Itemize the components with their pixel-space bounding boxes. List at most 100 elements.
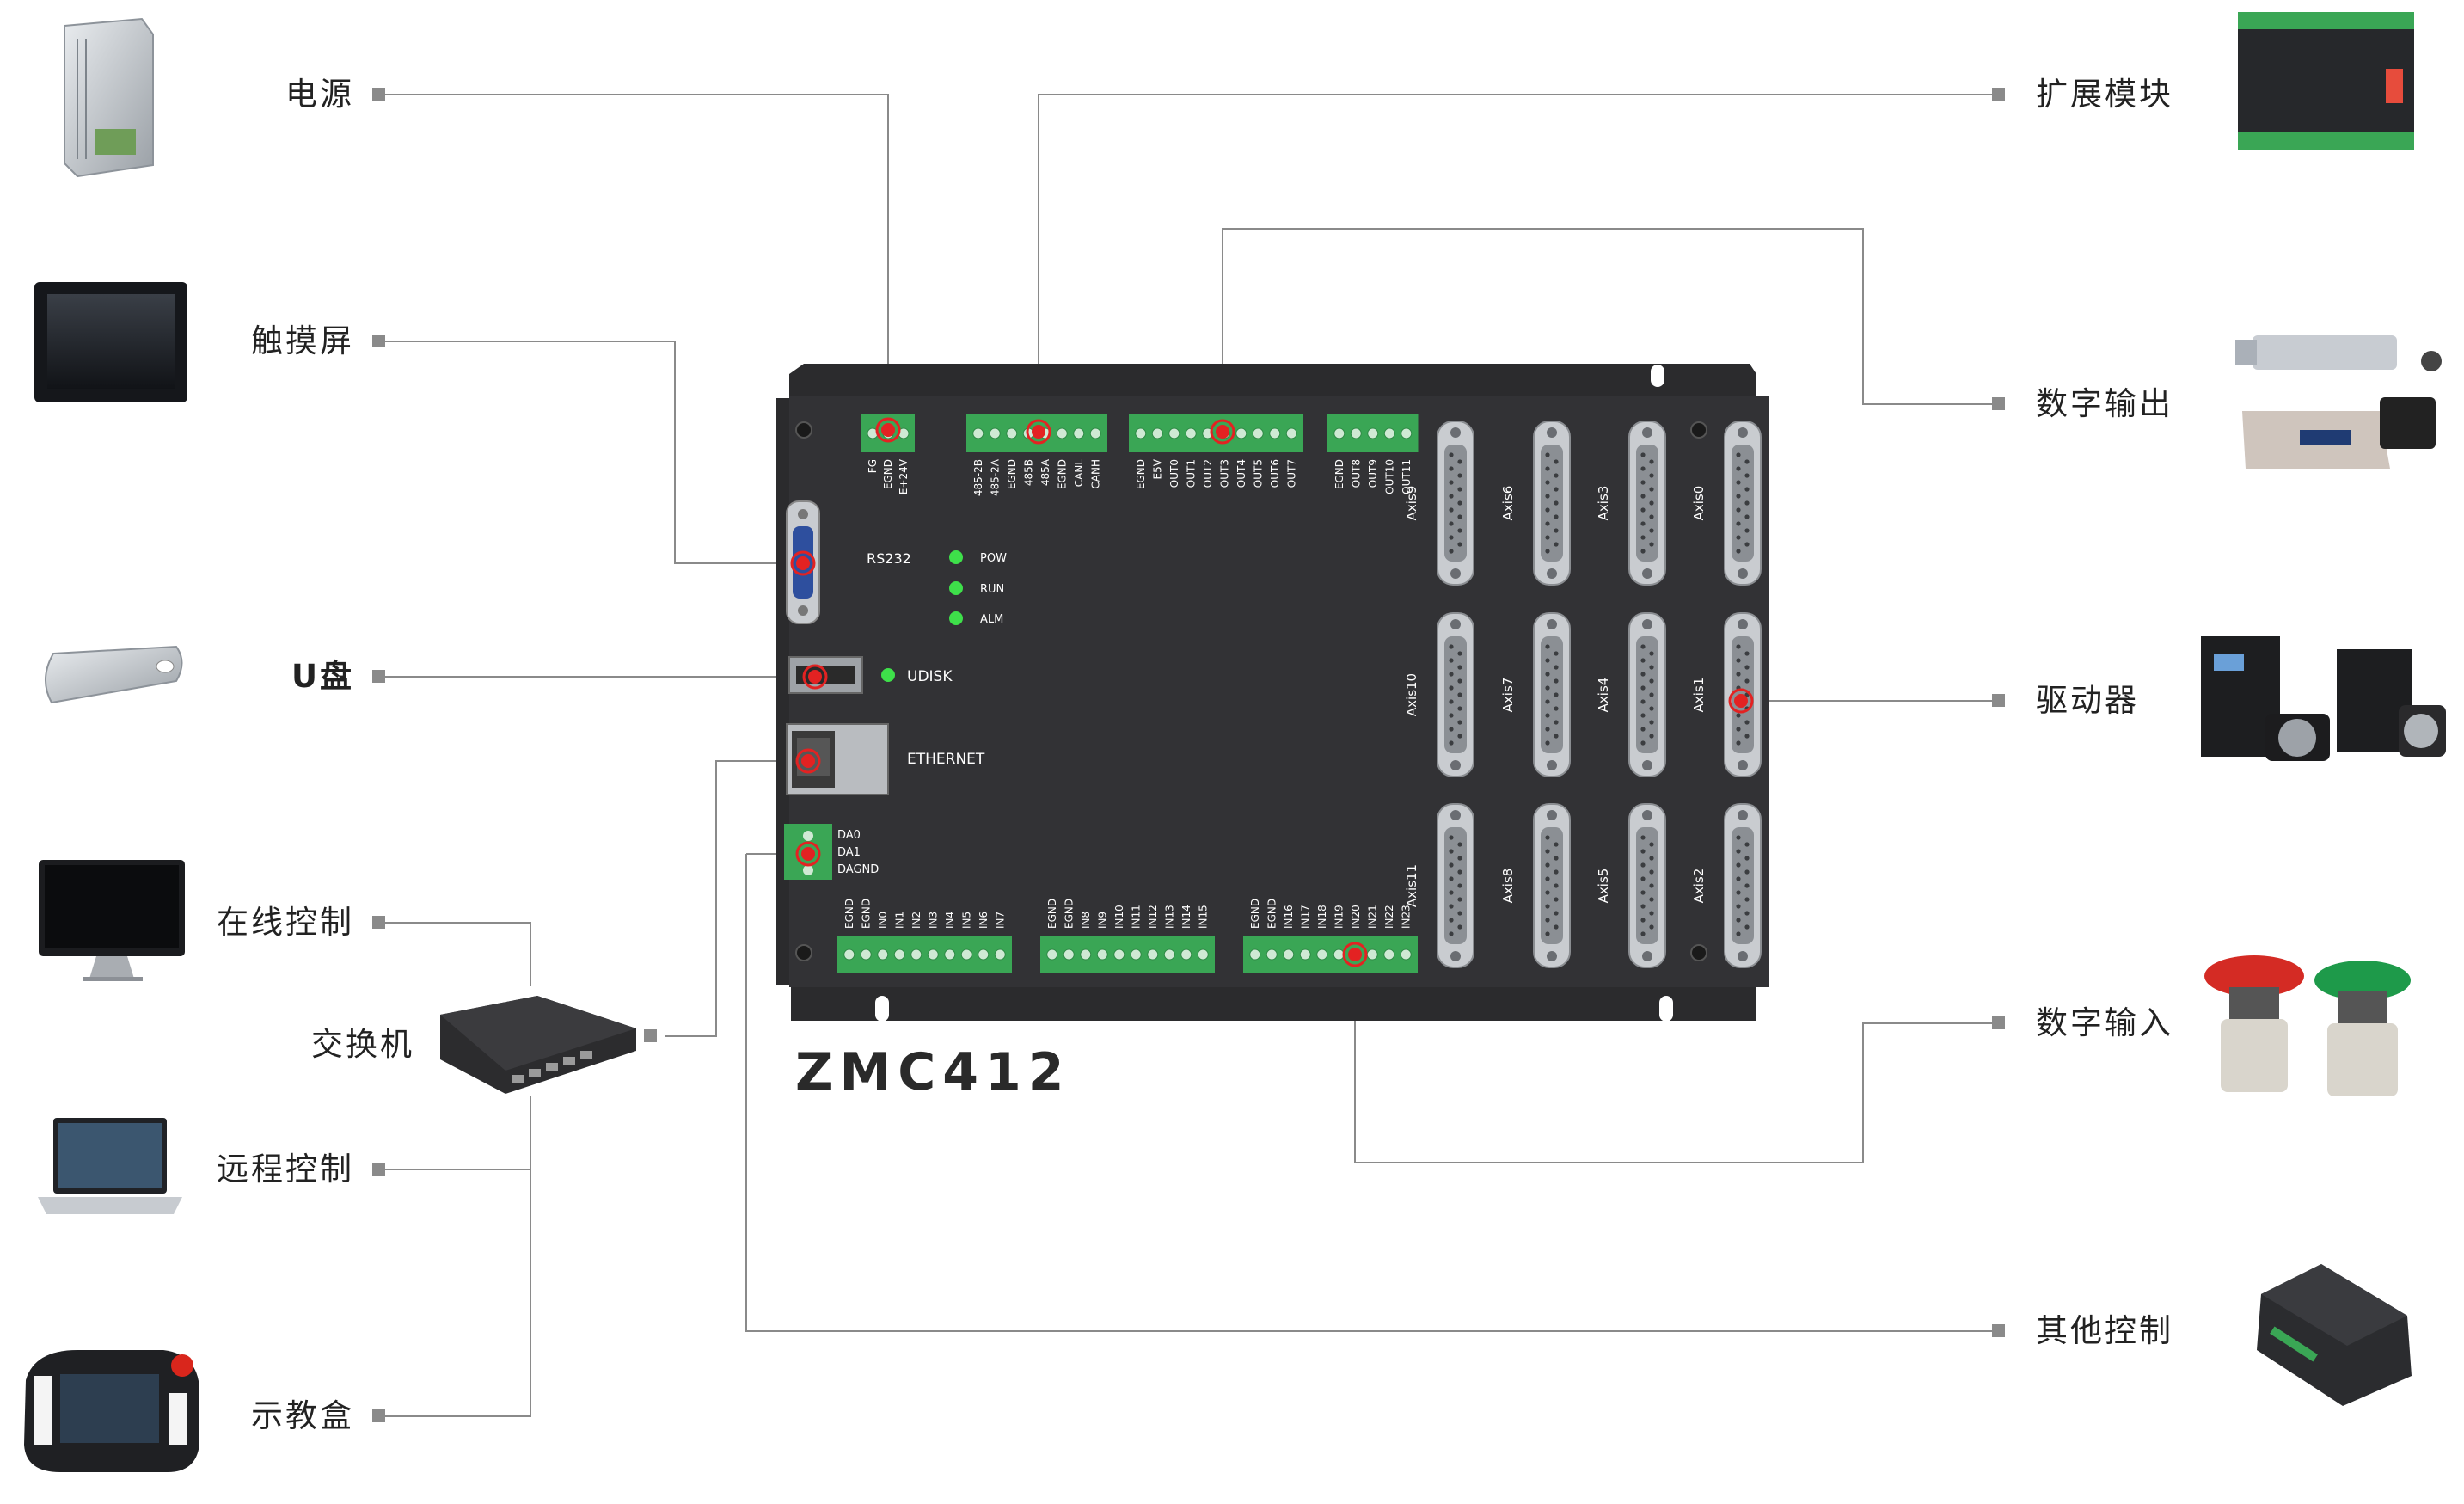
pin-label: OUT0 bbox=[1168, 459, 1180, 488]
pneumatic-valve-icon bbox=[2235, 335, 2442, 469]
axis-connector-axis11[interactable] bbox=[1437, 803, 1474, 968]
servo-driver-icon bbox=[2201, 636, 2446, 761]
expansion-module-icon bbox=[2238, 12, 2414, 150]
pin-label: EGND bbox=[882, 459, 894, 489]
pin-label: E5V bbox=[1151, 458, 1163, 479]
pin-label: EGND bbox=[1056, 459, 1068, 489]
connection-marker bbox=[1026, 419, 1051, 445]
terminal-in-pins-c[interactable] bbox=[1243, 936, 1418, 973]
pin-label: IN16 bbox=[1283, 905, 1295, 929]
pin-label: IN14 bbox=[1180, 905, 1192, 929]
udisk-label: UDISK bbox=[907, 668, 953, 685]
pin-label: OUT5 bbox=[1252, 459, 1264, 488]
led-alm-label: ALM bbox=[980, 613, 1003, 626]
axis-connector-axis5[interactable] bbox=[1628, 803, 1666, 968]
axis-label: Axis8 bbox=[1500, 869, 1516, 904]
label-digital-input: 数字输入 bbox=[2036, 1004, 2173, 1041]
pin-label: IN2 bbox=[910, 912, 922, 929]
da-pin-da1: DA1 bbox=[837, 846, 861, 859]
pin-label: IN7 bbox=[994, 912, 1006, 929]
pin-label: OUT6 bbox=[1269, 459, 1281, 488]
push-button-icon bbox=[2204, 955, 2411, 1096]
pin-label: IN17 bbox=[1299, 905, 1311, 929]
pin-label: OUT3 bbox=[1218, 459, 1230, 488]
pin-label: FG bbox=[867, 459, 879, 473]
label-teach-pendant: 示教盒 bbox=[251, 1397, 354, 1434]
pin-label: IN4 bbox=[944, 912, 956, 929]
led-run-label: RUN bbox=[980, 583, 1004, 596]
axis-label: Axis0 bbox=[1691, 486, 1707, 521]
pin-label: 485B bbox=[1022, 459, 1034, 486]
label-touchscreen: 触摸屏 bbox=[251, 322, 354, 359]
pin-label: IN22 bbox=[1383, 905, 1395, 929]
axis-connector-axis4[interactable] bbox=[1628, 612, 1666, 777]
label-digital-output: 数字输出 bbox=[2036, 385, 2173, 422]
pin-label: OUT2 bbox=[1202, 459, 1214, 488]
pin-label: EGND bbox=[1063, 899, 1075, 929]
pin-label: IN13 bbox=[1163, 905, 1175, 929]
terminal-in-pins-b[interactable] bbox=[1040, 936, 1215, 973]
axis-connector-axis0[interactable] bbox=[1724, 421, 1762, 586]
label-power: 电源 bbox=[285, 76, 354, 113]
line-expansion bbox=[1038, 94, 1996, 430]
axis-label: Axis6 bbox=[1500, 486, 1516, 521]
pin-label: EGND bbox=[1006, 459, 1018, 489]
axis-label: Axis3 bbox=[1596, 486, 1611, 521]
pin-label: OUT9 bbox=[1367, 459, 1379, 488]
axis-connector-axis3[interactable] bbox=[1628, 421, 1666, 586]
connection-marker bbox=[875, 417, 901, 443]
connection-marker bbox=[795, 841, 821, 867]
line-digital-output bbox=[1222, 228, 1996, 430]
pin-label: OUT8 bbox=[1350, 459, 1362, 488]
pin-label: IN10 bbox=[1113, 905, 1125, 929]
pin-label: IN18 bbox=[1316, 905, 1328, 929]
ethernet-port[interactable] bbox=[786, 723, 889, 795]
axis-label: Axis1 bbox=[1691, 678, 1707, 713]
power-supply-icon bbox=[64, 17, 154, 178]
connection-marker bbox=[795, 748, 821, 774]
axis-connector-axis2[interactable] bbox=[1724, 803, 1762, 968]
pin-label: EGND bbox=[1333, 459, 1345, 489]
axis-connector-axis9[interactable] bbox=[1437, 421, 1474, 586]
axis-connector-axis8[interactable] bbox=[1533, 803, 1571, 968]
touchscreen-icon bbox=[34, 282, 187, 402]
pin-label: IN21 bbox=[1366, 905, 1378, 929]
pin-label: IN8 bbox=[1080, 912, 1092, 929]
teach-pendant-icon bbox=[24, 1350, 199, 1472]
label-switch: 交换机 bbox=[311, 1026, 414, 1063]
axis-label: Axis4 bbox=[1596, 678, 1611, 713]
axis-connector-axis10[interactable] bbox=[1437, 612, 1474, 777]
pin-label: IN15 bbox=[1197, 905, 1209, 929]
da-pin-da0: DA0 bbox=[837, 829, 861, 842]
pin-label: OUT11 bbox=[1401, 459, 1413, 494]
connection-marker bbox=[1210, 419, 1235, 445]
label-remote-control: 远程控制 bbox=[217, 1151, 354, 1188]
axis-connector-axis6[interactable] bbox=[1533, 421, 1571, 586]
axis-label: Axis10 bbox=[1404, 673, 1419, 716]
terminal-in-pins-a[interactable] bbox=[837, 936, 1012, 973]
pin-label: IN11 bbox=[1130, 905, 1142, 929]
pin-label: IN3 bbox=[927, 912, 939, 929]
plc-controller-icon bbox=[2257, 1264, 2412, 1406]
line-digital-input bbox=[1354, 956, 1996, 1163]
da-pin-dagnd: DAGND bbox=[837, 863, 879, 876]
pin-label: CANH bbox=[1089, 459, 1101, 489]
pin-label: EGND bbox=[1046, 899, 1058, 929]
axis-label: Axis2 bbox=[1691, 869, 1707, 904]
axis-label: Axis7 bbox=[1500, 678, 1516, 713]
terminal-out-pins-b[interactable] bbox=[1327, 414, 1419, 452]
pin-label: 485-2B bbox=[972, 459, 984, 496]
pin-label: EGND bbox=[1266, 899, 1278, 929]
pin-label: EGND bbox=[843, 899, 855, 929]
monitor-icon bbox=[39, 860, 185, 981]
connection-marker bbox=[790, 550, 816, 576]
label-other-control: 其他控制 bbox=[2036, 1312, 2173, 1349]
label-udisk: U盘 bbox=[291, 658, 354, 695]
connection-marker bbox=[1728, 688, 1754, 714]
axis-connector-axis7[interactable] bbox=[1533, 612, 1571, 777]
label-expansion-module: 扩展模块 bbox=[2036, 76, 2173, 113]
led-pow-label: POW bbox=[980, 552, 1007, 565]
line-power bbox=[384, 94, 889, 426]
pin-label: IN20 bbox=[1350, 905, 1362, 929]
